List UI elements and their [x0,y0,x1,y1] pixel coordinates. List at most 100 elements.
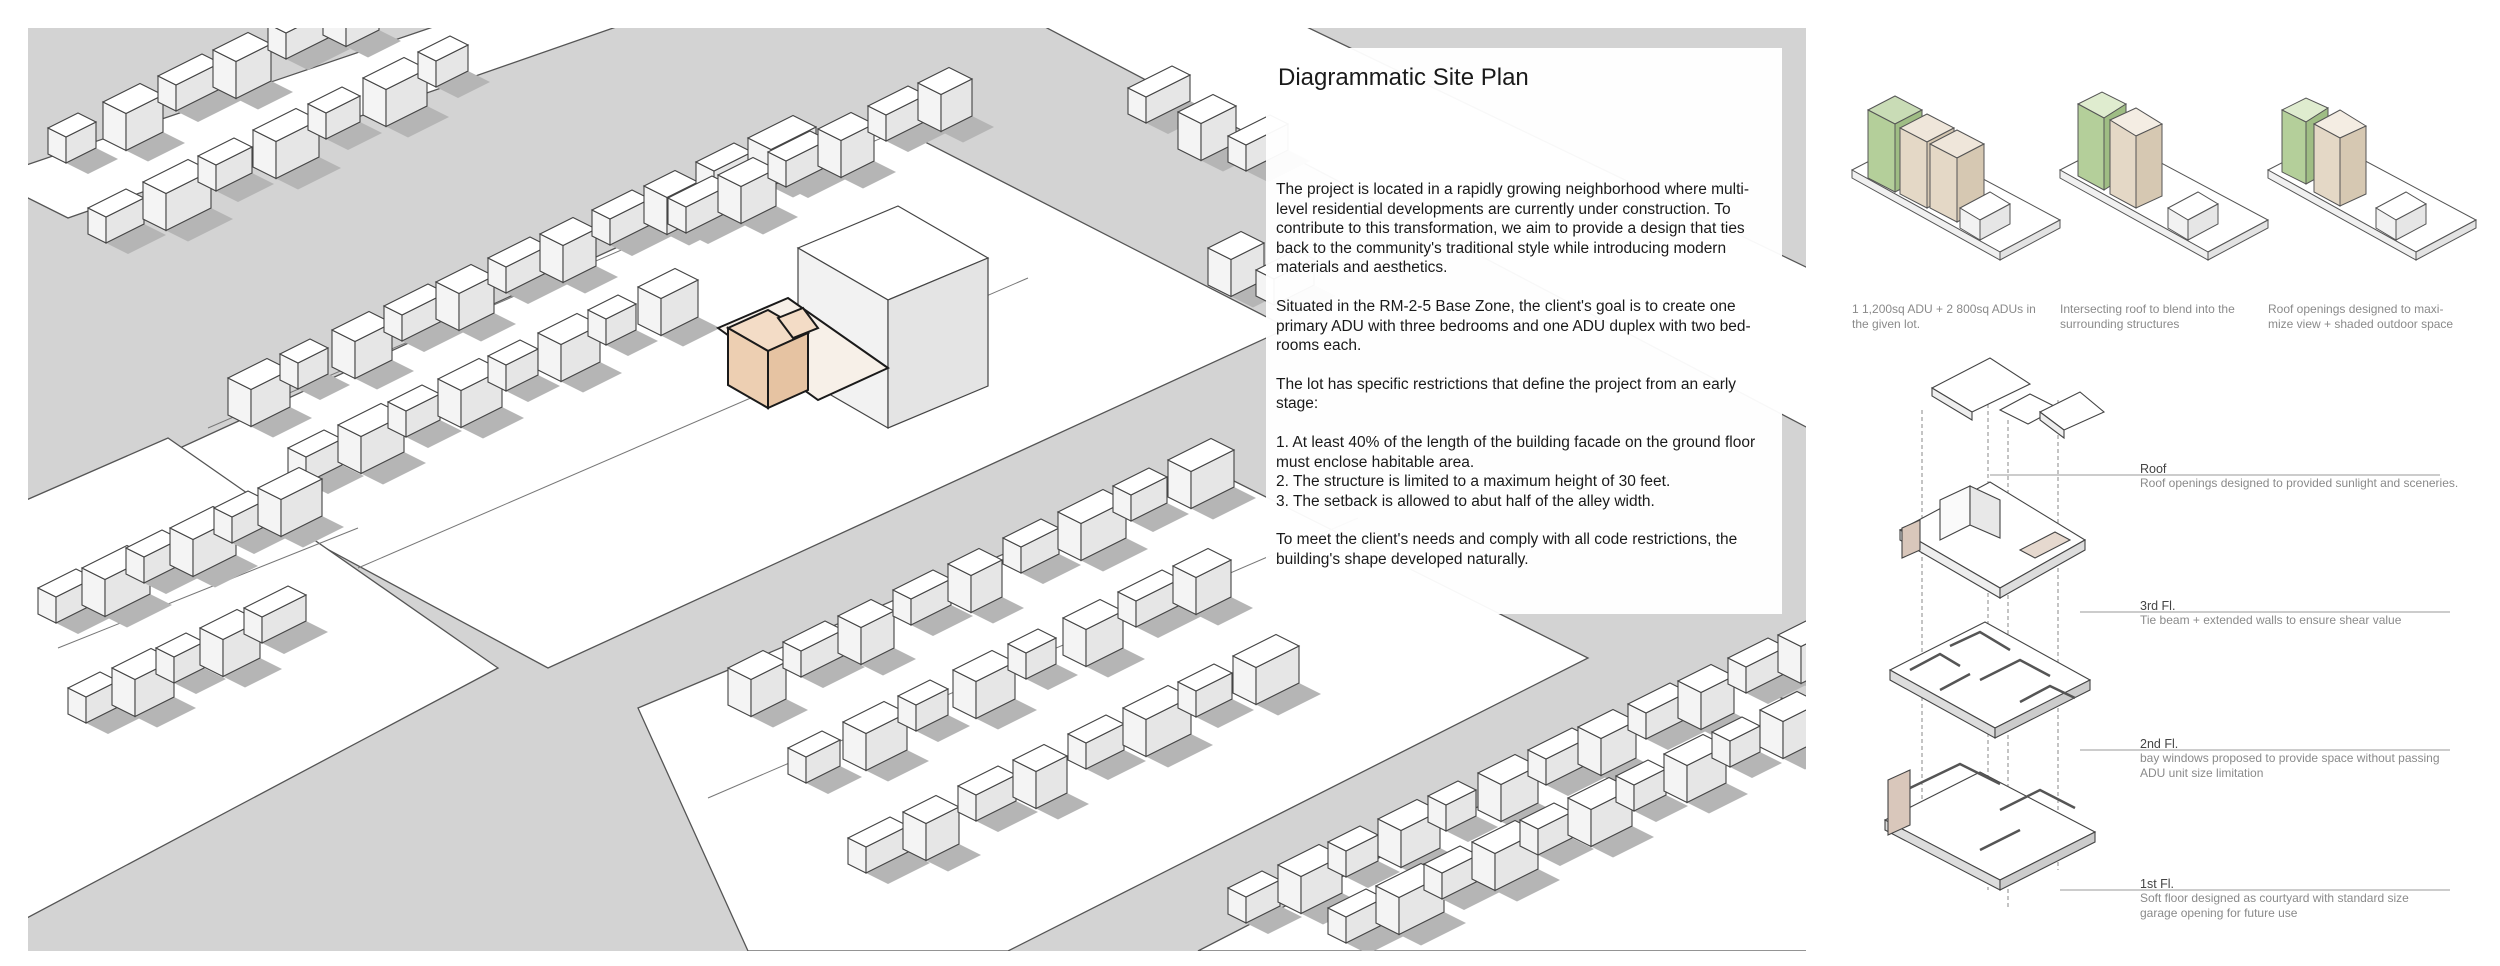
house-shadow [1687,783,1748,814]
house-shadow [86,707,140,734]
neighborhood-houses [36,28,1806,951]
house-shadow [298,374,350,400]
house-shadow [1746,673,1806,704]
house-shadow [866,852,930,884]
house-shadow [1131,503,1189,532]
house-shadow [436,71,490,98]
house-shadow [346,30,401,58]
house-shadow [1196,597,1253,626]
house-face [196,137,254,166]
house-shadow [1256,683,1321,716]
house-face [274,28,298,34]
house-shadow [610,225,672,256]
house-face [345,28,380,48]
description-paragraph: The project is located in a rapidly grow… [1276,181,1750,277]
massing-study-1 [1850,95,2062,261]
house-shadow [941,116,994,143]
panel-body: The project is located in a rapidly grow… [1276,180,1778,589]
house-shadow [1086,750,1146,780]
house-face [1426,780,1478,806]
house-shadow [126,132,185,162]
house-shadow [1591,826,1654,858]
house-shadow [135,697,196,728]
house-face [1006,628,1058,654]
house-shadow [1196,699,1254,728]
house-shadow [751,699,808,728]
house-shadow [361,452,426,485]
house-face [1776,620,1806,648]
house-shadow [806,766,862,794]
house-shadow [911,605,973,636]
house-shadow [1086,648,1145,678]
house-shadow [916,715,970,742]
house-shadow [66,148,118,174]
house-shadow [561,362,622,393]
level-title-2nd: 2nd Fl. [2140,737,2179,751]
house-shadow [193,555,258,588]
house-shadow [1246,906,1302,934]
house-face [636,267,700,300]
site-plan-description-panel: Diagrammatic Site Plan The project is lo… [1266,48,1782,614]
project-lot [715,296,891,410]
house-shadow [461,407,524,439]
house-face [896,679,950,706]
house-face [1176,93,1238,125]
house-shadow [1026,664,1078,690]
massing-caption-1: 1 1,200sq ADU + 2 800sq ADUs in the give… [1852,302,2036,331]
house-shadow [276,157,341,190]
house-shadow [1399,912,1466,946]
house-shadow [281,516,344,548]
first-floor-slab [1883,771,2097,881]
house-shadow [861,648,916,676]
house-face [1231,633,1301,669]
house-shadow [661,317,720,347]
house-shadow [1446,816,1498,842]
level-desc-2nd: bay windows proposed to provide space wi… [2140,751,2440,780]
house-face [1800,643,1806,685]
house-shadow [606,330,658,356]
house-shadow [251,407,312,438]
level-desc-3rd: Tie beam + extended walls to ensure shea… [2140,613,2402,627]
house-face [746,114,818,151]
house-shadow [216,173,274,202]
house-shadow [166,208,233,242]
description-paragraph: The lot has specific restrictions that d… [1276,375,1737,413]
house-face [1758,690,1806,723]
massing-caption-3: Roof openings designed to maxi-mize view… [2268,302,2454,331]
description-paragraph: Situated in the RM-2-5 Base Zone, the cl… [1276,297,1751,355]
house-face [916,66,974,96]
house-shadow [406,420,462,448]
house-face [306,86,362,114]
house-shadow [506,272,570,304]
house-shadow [1036,793,1089,820]
house-shadow [741,206,798,235]
house-shadow [355,360,414,390]
massing-study-2 [2058,91,2270,261]
house-shadow [1146,734,1213,768]
house-face [1206,230,1266,261]
massing-caption-2: Intersecting roof to blend into the surr… [2060,302,2235,331]
house-shadow [1191,487,1256,520]
house-shadow [1801,681,1806,686]
house-shadow [801,656,865,688]
restriction-item: 1. At least 40% of the length of the bui… [1276,433,1756,471]
house-face [946,547,1004,577]
house-shadow [886,121,948,152]
house-shadow [926,844,981,872]
house-shadow [236,81,293,110]
house-shadow [841,161,896,189]
house-shadow [1538,838,1594,866]
house-face [1166,437,1236,473]
house-shadow [1495,869,1560,902]
house-face [1111,467,1169,496]
house-face [1126,65,1192,98]
house-face [416,35,470,62]
level-title-3rd: 3rd Fl. [2140,599,2176,613]
house-face [1782,709,1806,760]
house-shadow [105,594,172,628]
house-shadow [386,106,449,138]
house-shadow [1346,861,1400,888]
house-shadow [174,668,226,694]
house-face [1171,547,1233,579]
house-shadow [106,224,166,254]
